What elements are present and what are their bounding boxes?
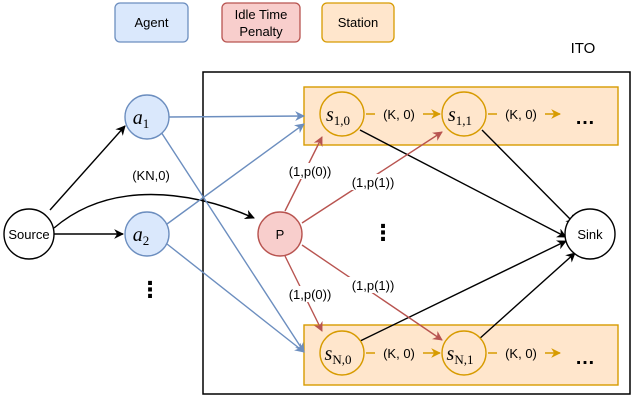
label-k0-bot-1: (K, 0) [383, 346, 415, 361]
svg-text:a1: a1 [133, 107, 150, 131]
node-station-N-0: sN,0 [319, 330, 365, 376]
label-kn0: (KN,0) [132, 168, 170, 183]
edge-source-p [53, 193, 255, 229]
edge-sN1-sink [477, 252, 576, 341]
ito-label: ITO [571, 40, 596, 57]
node-station-N-1: sN,1 [441, 330, 487, 376]
svg-text:a2: a2 [133, 224, 150, 248]
edge-a2-sN0 [166, 243, 305, 353]
edge-labels: (KN,0) (K, 0) (K, 0) (K, 0) (K, 0) (1,p(… [132, 106, 545, 361]
agent-2-base: a [133, 224, 143, 246]
agent-2-sub: 2 [143, 233, 150, 248]
legend-penalty-box [221, 2, 301, 43]
node-penalty: P [257, 211, 303, 257]
node-agent-2: a2 [124, 211, 170, 257]
label-p1-top: (1,p(1)) [352, 175, 395, 190]
station-row-1-ellipsis: … [575, 107, 595, 129]
legend-penalty-line2: Penalty [239, 24, 283, 39]
black-edges [49, 125, 576, 345]
edge-s10-sink [359, 129, 567, 238]
orange-edges [366, 109, 561, 358]
legend: Agent Idle Time Penalty Station [114, 2, 395, 43]
svg-text:sN,0: sN,0 [325, 343, 352, 367]
label-p1-bot: (1,p(1)) [352, 278, 395, 293]
edge-a1-sN0 [160, 131, 305, 353]
legend-station-label: Station [338, 15, 378, 30]
svg-text:sN,1: sN,1 [447, 343, 474, 367]
label-p0-top: (1,p(0)) [289, 164, 332, 179]
node-sink-label: Sink [577, 227, 603, 242]
node-source-label: Source [8, 227, 49, 242]
node-penalty-label: P [276, 227, 285, 242]
agent-1-base: a [133, 107, 143, 129]
legend-agent-box [114, 2, 189, 43]
node-source: Source [3, 208, 55, 260]
station-1-0-sub: 1,0 [334, 113, 350, 128]
node-agent-1: a1 [124, 94, 170, 140]
station-1-1-sub: 1,1 [456, 113, 472, 128]
legend-penalty-line1: Idle Time [235, 7, 288, 22]
station-N-0-base: s [325, 343, 333, 365]
label-k0-bot-2: (K, 0) [505, 346, 537, 361]
station-1-1-base: s [448, 104, 456, 126]
svg-text:s1,1: s1,1 [448, 104, 472, 128]
label-k0-top-2: (K, 0) [505, 107, 537, 122]
blue-edges [160, 111, 305, 353]
station-1-0-base: s [326, 104, 334, 126]
middle-vertical-ellipsis: ⋮ [372, 220, 394, 245]
node-station-1-0: s1,0 [319, 91, 365, 137]
ito-box [202, 71, 631, 395]
node-station-1-1: s1,1 [441, 91, 487, 137]
legend-agent-label: Agent [135, 15, 169, 30]
legend-station-box [321, 2, 395, 43]
edge-source-a1 [49, 125, 126, 211]
node-sink: Sink [564, 208, 616, 260]
station-N-1-sub: N,1 [454, 352, 473, 367]
agent-1-sub: 1 [143, 116, 150, 131]
station-row-N-ellipsis: … [575, 347, 595, 369]
edge-sN0-sink [353, 240, 567, 345]
station-N-0-sub: N,0 [332, 352, 351, 367]
agents-vertical-ellipsis: ⋮ [139, 277, 161, 302]
station-N-1-base: s [447, 343, 455, 365]
edge-a1-s10 [168, 111, 305, 121]
label-k0-top-1: (K, 0) [383, 107, 415, 122]
edge-s11-sink [481, 129, 576, 225]
label-p0-bot: (1,p(0)) [289, 287, 332, 302]
edge-a2-s10 [166, 123, 305, 225]
svg-text:s1,0: s1,0 [326, 104, 350, 128]
